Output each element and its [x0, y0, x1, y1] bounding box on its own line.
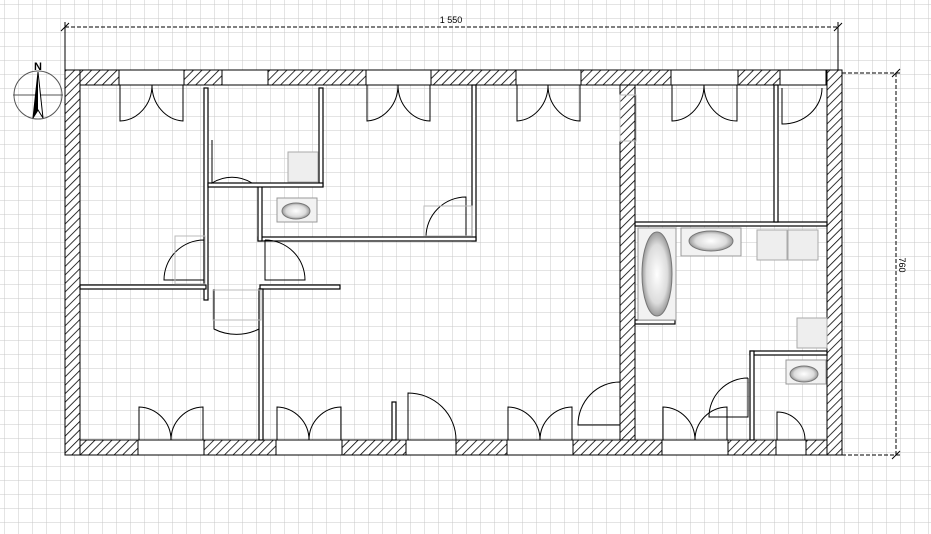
doors — [119, 84, 823, 441]
height-dimension — [830, 68, 901, 460]
sink-icon — [785, 359, 827, 385]
door-frames — [174, 94, 637, 321]
north-label: N — [34, 61, 42, 73]
bathtub-icon — [637, 227, 677, 321]
toilet-icon — [287, 151, 828, 349]
bottom-windows — [137, 439, 807, 456]
top-windows — [118, 69, 827, 86]
width-dimension-label: 1 550 — [440, 15, 463, 25]
compass-rose-icon — [13, 70, 63, 120]
width-dimension — [60, 22, 843, 70]
sink-icon — [276, 197, 318, 223]
height-dimension-label: 760 — [897, 257, 907, 272]
interior-partitions — [79, 84, 828, 441]
sink-icon — [680, 227, 742, 257]
